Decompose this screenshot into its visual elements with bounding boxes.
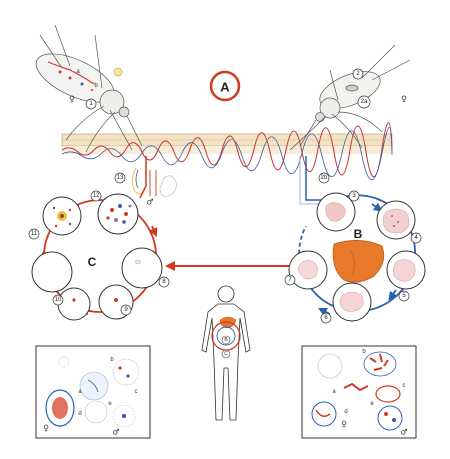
section-c-label: C xyxy=(88,255,97,269)
human-figure xyxy=(201,285,251,421)
step-label-13: 13 xyxy=(117,175,124,181)
cycle-c-cells xyxy=(31,193,163,321)
step-marker-2 xyxy=(352,68,364,80)
section-a: A xyxy=(209,70,241,102)
mosquito-part-b: b xyxy=(94,83,98,89)
step-13-group: 13 ♂ xyxy=(114,167,177,207)
step-label-1: 1 xyxy=(89,101,93,107)
female-symbol-panel-left: ♀ xyxy=(43,424,49,433)
mosquito-left xyxy=(35,24,143,153)
female-symbol-left: ♀ xyxy=(69,95,75,104)
cycle-c-labels: C 12 11 10 9 8 xyxy=(28,190,170,316)
panel-left-letter-d: d xyxy=(78,411,81,417)
section-b-label: B xyxy=(354,227,363,241)
step-label-5: 5 xyxy=(402,293,406,299)
cell-10 xyxy=(57,287,91,321)
panel-right-letter-a: a xyxy=(332,389,336,395)
panel-left-letter-a: a xyxy=(78,389,82,395)
panel-right-letter-d: d xyxy=(344,409,347,415)
female-symbol-right: ♀ xyxy=(401,95,407,104)
step-marker-2a xyxy=(357,95,371,109)
skin-band xyxy=(61,122,393,181)
step-label-3: 3 xyxy=(352,193,356,199)
step-label-9: 9 xyxy=(124,307,128,313)
step-label-8: 8 xyxy=(162,279,166,285)
step-label-4: 4 xyxy=(414,235,418,241)
panel-left-letter-e: e xyxy=(108,401,112,407)
step-marker-1 xyxy=(85,98,97,110)
panel-right-letter-b: b xyxy=(362,349,366,355)
panel-right-letter-c: c xyxy=(403,383,406,389)
liver-illustration xyxy=(332,240,385,283)
cycle-b-labels: B 3 4 5 6 7 xyxy=(284,190,422,324)
connector-13-to-c xyxy=(139,156,147,199)
step-label-2a: 2a xyxy=(361,99,368,105)
step-label-7: 7 xyxy=(288,277,292,283)
female-symbol-panel-right: ♀ xyxy=(341,420,347,429)
cycle-b-cells xyxy=(288,192,426,322)
male-symbol-upper: ♂ xyxy=(146,198,153,207)
mosquito-right xyxy=(289,44,411,151)
human-label-c: C xyxy=(224,351,228,357)
mosquito-left-labels: a b ♀ 1 xyxy=(69,69,98,110)
step-2b-group: 2b xyxy=(299,156,330,205)
mosquito-part-a: a xyxy=(76,69,80,75)
human-label-b: B xyxy=(224,337,228,343)
human-organs: B C xyxy=(211,316,241,359)
panel-right-letter-e: e xyxy=(370,401,374,407)
step-label-6: 6 xyxy=(324,315,328,321)
step-label-2b: 2b xyxy=(321,175,328,181)
panel-left-letter-c: c xyxy=(135,389,138,395)
mosquito-right-labels: 2 2a ♀ xyxy=(352,68,407,109)
panel-bottom-right xyxy=(301,345,417,439)
cell-12 xyxy=(97,193,139,235)
section-a-label: A xyxy=(220,80,230,95)
panel-bottom-left-labels: a b c d e ♀ ♂ xyxy=(43,357,137,437)
cell-11 xyxy=(31,251,73,293)
panel-bottom-right-labels: a b c d e ♀ ♂ xyxy=(332,349,407,437)
step-label-12: 12 xyxy=(93,193,100,199)
male-symbol-panel-right: ♂ xyxy=(400,428,407,437)
step-label-2: 2 xyxy=(356,71,360,77)
panel-left-letter-b: b xyxy=(110,357,114,363)
step-label-10: 10 xyxy=(55,297,62,303)
panel-bottom-left xyxy=(35,345,151,439)
male-symbol-panel-left: ♂ xyxy=(112,428,119,437)
step-label-11: 11 xyxy=(31,231,38,237)
cell-8 xyxy=(121,247,163,289)
